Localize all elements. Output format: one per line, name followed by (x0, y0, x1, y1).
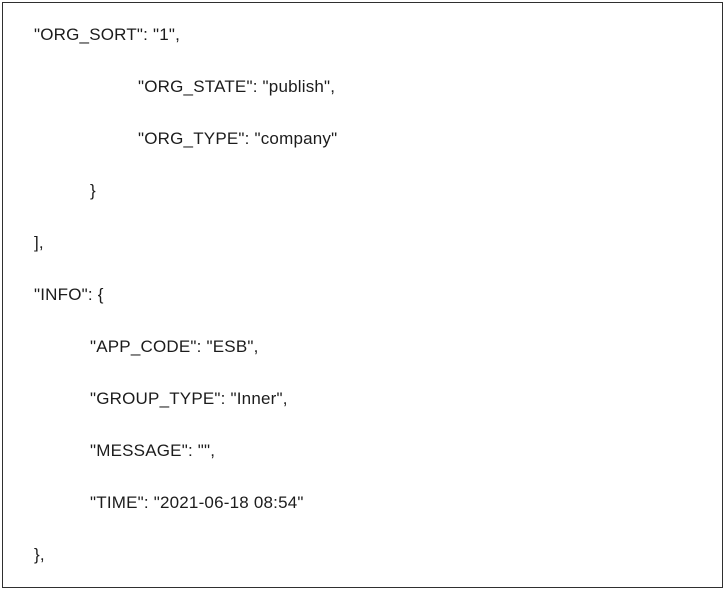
code-line: "ORG_STATE": "publish", (138, 77, 336, 96)
code-line: "INFO": { (34, 285, 104, 304)
json-document: "ORG_SORT": "1", "ORG_STATE": "publish", "… (3, 9, 722, 581)
code-line: "ORG_SORT": "1", (34, 25, 181, 44)
code-line: "TIME": "2021-06-18 08:54" (90, 493, 304, 512)
code-line: }, (34, 545, 45, 564)
code-line: "MESSAGE": "", (90, 441, 216, 460)
code-line: "GROUP_TYPE": "Inner", (90, 389, 288, 408)
code-line: "APP_CODE": "ESB", (90, 337, 259, 356)
code-line: ], (34, 233, 44, 252)
code-line: "ORG_TYPE": "company" (138, 129, 338, 148)
code-line: } (90, 181, 96, 200)
